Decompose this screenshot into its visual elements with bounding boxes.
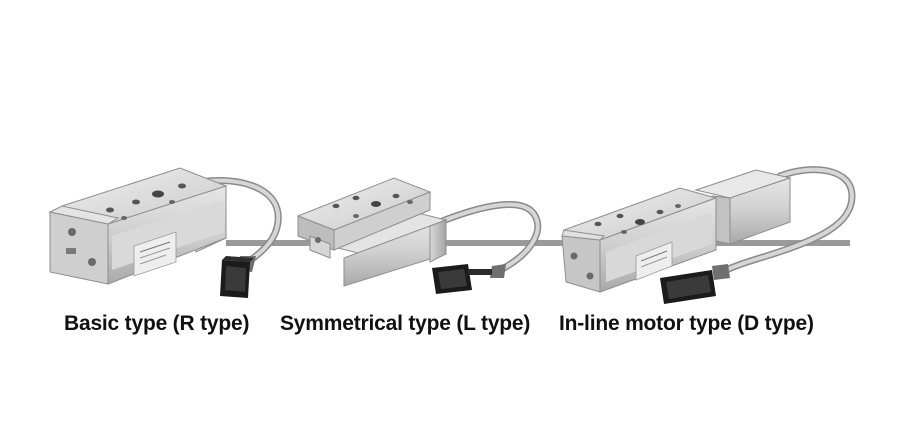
connector (432, 264, 492, 294)
connector (220, 256, 254, 298)
caption-basic-type: Basic type (R type) (64, 312, 250, 335)
connector (660, 270, 716, 304)
reference-line (226, 240, 850, 246)
caption-symmetrical-type: Symmetrical type (L type) (280, 312, 531, 335)
caption-inline-motor-type: In-line motor type (D type) (559, 312, 814, 335)
symmetrical-type-actuator (296, 177, 542, 294)
basic-type-actuator (48, 167, 282, 298)
inline-motor-type-actuator (561, 166, 856, 304)
